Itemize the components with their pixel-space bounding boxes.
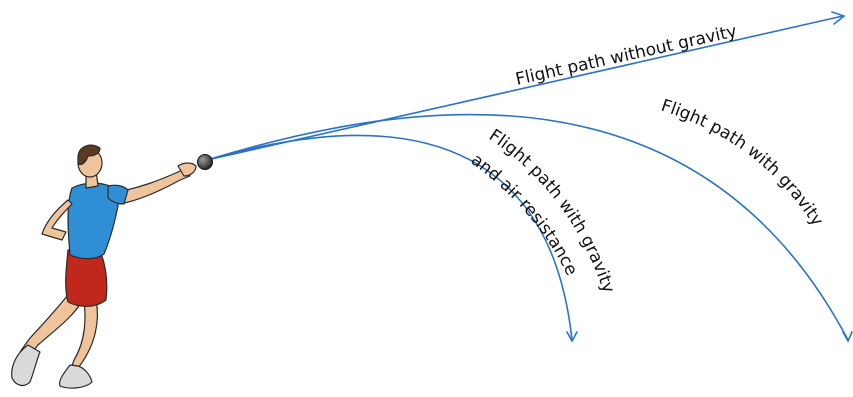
label-without-gravity: Flight path without gravity	[514, 21, 739, 89]
label-with-gravity: Flight path with gravity	[659, 96, 828, 230]
trajectory-without-gravity	[206, 11, 846, 161]
label-air-resistance-line1: Flight path with gravity	[485, 126, 618, 296]
shot-put-ball-icon	[197, 154, 213, 170]
trajectory-with-air-resistance	[206, 134, 578, 343]
trajectory-with-gravity	[206, 113, 853, 343]
shot-put-thrower-icon	[11, 144, 197, 389]
